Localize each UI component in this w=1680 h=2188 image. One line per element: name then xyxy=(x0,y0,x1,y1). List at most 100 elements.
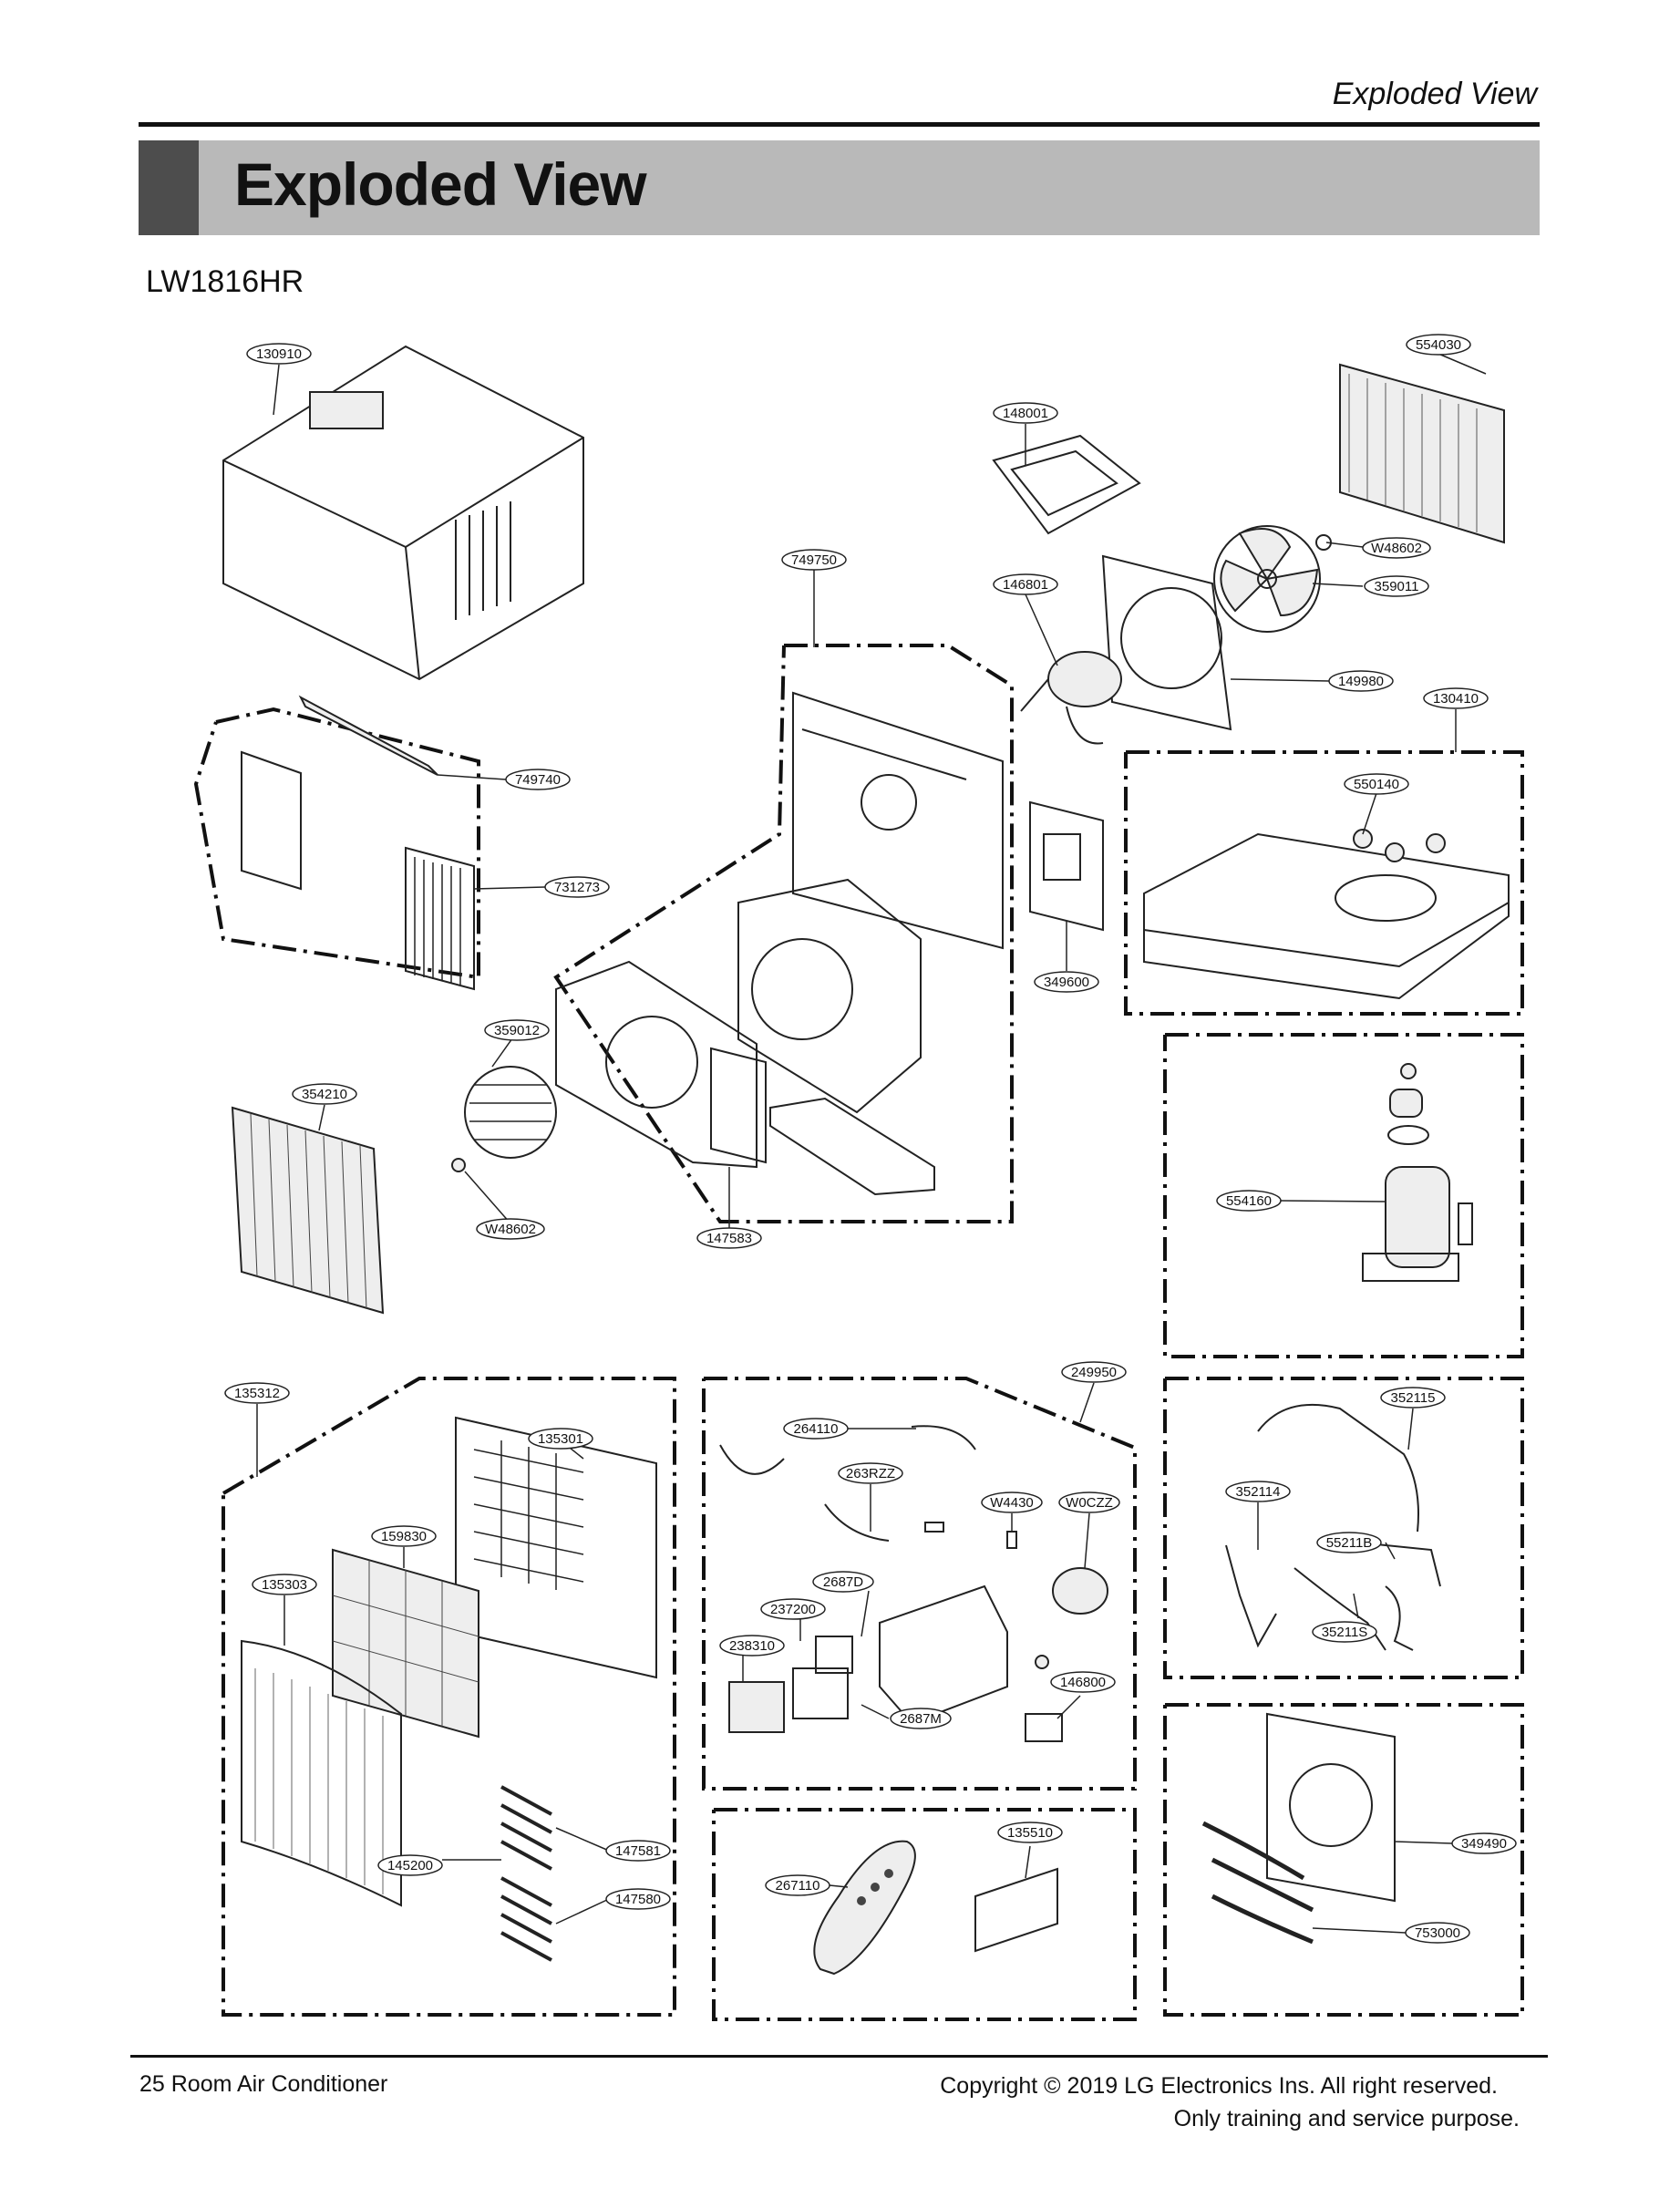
callout-135510-label: 135510 xyxy=(1007,1825,1053,1841)
part-louvers xyxy=(500,1785,552,1962)
callout-349490: 349490 xyxy=(1451,1832,1517,1854)
callout-249950-label: 249950 xyxy=(1071,1365,1117,1380)
callout-2687d: 2687D xyxy=(812,1571,874,1593)
callout-w0czz-label: W0CZZ xyxy=(1066,1495,1113,1511)
callout-w4430: W4430 xyxy=(981,1491,1043,1513)
callout-237200-label: 237200 xyxy=(770,1602,816,1617)
part-outdoor-fan xyxy=(1213,525,1332,633)
callout-263rzz-label: 263RZZ xyxy=(846,1466,895,1481)
part-compressor xyxy=(1362,1063,1473,1282)
callout-35211s-label: 35211S xyxy=(1322,1625,1368,1640)
callout-149980: 149980 xyxy=(1328,670,1394,692)
part-control-box-349600 xyxy=(1029,800,1104,932)
callout-146801: 146801 xyxy=(993,573,1058,595)
part-control-parts xyxy=(719,1425,1108,1742)
callout-731273-label: 731273 xyxy=(554,880,600,895)
page-label: 25 Room Air Conditioner xyxy=(139,2071,388,2097)
part-remote-controller xyxy=(813,1840,916,1976)
callout-550140-label: 550140 xyxy=(1354,777,1399,792)
callout-267110: 267110 xyxy=(765,1874,830,1896)
callout-147583-label: 147583 xyxy=(706,1231,752,1246)
callout-w4430-label: W4430 xyxy=(990,1495,1034,1511)
callout-w48602-bottom: W48602 xyxy=(476,1218,545,1240)
part-condenser xyxy=(1339,363,1505,544)
part-top-rail-749740 xyxy=(298,695,438,776)
callout-349600: 349600 xyxy=(1034,971,1099,993)
callout-135301-label: 135301 xyxy=(538,1431,583,1447)
callout-130910-label: 130910 xyxy=(256,346,302,362)
callout-55211b-label: 55211B xyxy=(1326,1535,1373,1551)
part-cabinet xyxy=(222,345,584,681)
callout-354210-label: 354210 xyxy=(302,1087,347,1102)
callout-554030: 554030 xyxy=(1406,334,1471,356)
callout-2687m: 2687M xyxy=(890,1708,952,1729)
section-title: Exploded View xyxy=(234,150,647,218)
callout-753000-label: 753000 xyxy=(1415,1925,1460,1941)
part-side-curtains xyxy=(241,750,475,991)
callout-148001: 148001 xyxy=(993,402,1058,424)
part-shroud-149980 xyxy=(1101,554,1232,731)
frame-compressor xyxy=(1163,1033,1524,1358)
callout-130910: 130910 xyxy=(246,343,312,365)
callout-359011-label: 359011 xyxy=(1375,579,1419,594)
callout-554030-label: 554030 xyxy=(1416,337,1461,353)
callout-147583: 147583 xyxy=(696,1227,762,1249)
callout-749740-label: 749740 xyxy=(515,772,561,788)
callout-2687d-label: 2687D xyxy=(823,1574,863,1590)
callout-w48602-top-label: W48602 xyxy=(1371,541,1422,556)
callout-349600-label: 349600 xyxy=(1044,975,1089,990)
part-blower-wheel xyxy=(451,1066,557,1172)
callout-149980-label: 149980 xyxy=(1338,674,1384,689)
callout-135312-label: 135312 xyxy=(234,1386,280,1401)
frame-indoor-section xyxy=(553,644,1014,1223)
banner-tab xyxy=(139,140,199,235)
callout-147581-label: 147581 xyxy=(615,1843,661,1859)
frame-front-louver xyxy=(193,707,480,980)
frame-heater xyxy=(1163,1703,1524,2017)
leader-lines xyxy=(256,353,1487,1934)
callout-146801-label: 146801 xyxy=(1003,577,1048,593)
part-front-panel-147583 xyxy=(555,960,767,1169)
part-drain-tray xyxy=(769,1097,935,1196)
callout-359011: 359011 xyxy=(1364,575,1429,597)
callout-159830: 159830 xyxy=(371,1525,437,1547)
model-number: LW1816HR xyxy=(146,264,304,299)
part-evaporator xyxy=(231,1106,385,1315)
header-rule xyxy=(139,122,1540,127)
callout-148001-label: 148001 xyxy=(1003,406,1048,421)
callout-146800-label: 146800 xyxy=(1060,1675,1106,1690)
callout-352115: 352115 xyxy=(1380,1387,1446,1409)
callout-238310: 238310 xyxy=(719,1635,785,1656)
callout-352114-label: 352114 xyxy=(1236,1484,1281,1500)
part-scroll-housing xyxy=(737,878,922,1114)
callout-135510: 135510 xyxy=(997,1822,1063,1843)
part-bracket-148001 xyxy=(992,434,1141,535)
callout-238310-label: 238310 xyxy=(729,1638,775,1654)
part-orifice-749750 xyxy=(792,691,1004,950)
callout-2687m-label: 2687M xyxy=(900,1711,942,1727)
footer-rule xyxy=(130,2055,1548,2058)
section-banner: Exploded View xyxy=(139,140,1540,235)
callout-753000: 753000 xyxy=(1405,1922,1470,1944)
callout-147581: 147581 xyxy=(605,1840,671,1862)
service-notice: Only training and service purpose. xyxy=(1173,2106,1520,2131)
callout-352115-label: 352115 xyxy=(1391,1390,1436,1406)
callout-731273: 731273 xyxy=(544,876,610,898)
running-header: Exploded View xyxy=(1332,77,1537,111)
callout-145200: 145200 xyxy=(377,1854,443,1876)
callout-135301: 135301 xyxy=(528,1428,593,1450)
callout-146800: 146800 xyxy=(1050,1671,1116,1693)
callout-554160: 554160 xyxy=(1216,1190,1282,1212)
callout-264110-label: 264110 xyxy=(794,1421,839,1437)
part-base-pan xyxy=(1143,829,1510,1000)
callout-550140: 550140 xyxy=(1344,773,1409,795)
callout-554160-label: 554160 xyxy=(1226,1193,1272,1209)
frame-piping xyxy=(1163,1377,1524,1679)
callout-135312: 135312 xyxy=(224,1382,290,1404)
callout-354210: 354210 xyxy=(292,1083,357,1105)
callout-w48602-bottom-label: W48602 xyxy=(485,1222,536,1237)
callout-264110: 264110 xyxy=(783,1418,849,1440)
callout-359012-label: 359012 xyxy=(494,1023,540,1038)
part-chassis-135301 xyxy=(455,1416,657,1679)
